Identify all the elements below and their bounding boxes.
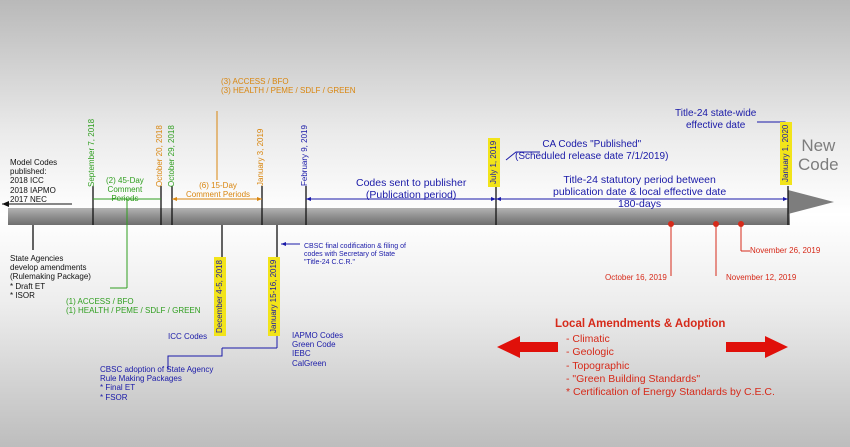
local-date-nov26: November 26, 2019 <box>750 246 821 255</box>
statewide-line: effective date <box>686 119 746 131</box>
local-date-markers <box>670 224 750 276</box>
model-codes-line: published: <box>10 167 47 177</box>
access-top-line: (3) HEALTH / PEME / SDLF / GREEN <box>221 86 356 96</box>
publication-period: Codes sent to publisher (Publication per… <box>356 177 466 201</box>
iapmo-line: CalGreen <box>292 358 327 368</box>
state-agencies-line: State Agencies <box>10 254 64 263</box>
access-bottom-line: (1) ACCESS / BFO <box>66 297 134 306</box>
date-feb9: February 9, 2019 <box>300 125 309 186</box>
ca-published-callout: CA Codes "Published" (Scheduled release … <box>515 139 668 162</box>
date-sep7: September 7, 2018 <box>87 118 96 187</box>
access-top-line: (3) ACCESS / BFO <box>221 77 289 86</box>
state-agencies-line: * ISOR <box>10 290 35 300</box>
cbsc-adoption-line: CBSC adoption of State Agency <box>100 365 214 374</box>
date-jul1: July 1, 2019 <box>488 137 500 187</box>
local-date-nov12: November 12, 2019 <box>726 273 797 282</box>
statewide-line: Title-24 state-wide <box>675 108 757 119</box>
local-amendment-item: - Topographic <box>566 359 630 372</box>
nov12-dot <box>713 221 719 227</box>
local-amendments-list: - Climatic - Geologic - Topographic - "G… <box>566 333 775 400</box>
model-codes-line: Model Codes <box>10 158 58 167</box>
red-arrow-left <box>497 336 558 358</box>
state-agencies-line: (Rulemaking Package) <box>10 272 91 282</box>
state-agencies-block: State Agencies develop amendments (Rulem… <box>10 254 91 300</box>
model-codes-line: 2017 NEC <box>10 194 47 204</box>
access-bottom-line: (1) HEALTH / PEME / SDLF / GREEN <box>66 306 201 316</box>
statewide-effective-callout: Title-24 state-wide effective date <box>675 108 756 131</box>
new-code-line: New <box>801 136 836 155</box>
comment-15day-line: Comment Periods <box>186 190 251 200</box>
date-jan1516: January 15-16, 2019 <box>268 256 280 336</box>
model-codes-block: Model Codes published: 2018 ICC 2018 IAP… <box>10 158 57 204</box>
statutory-period: Title-24 statutory period between public… <box>553 174 726 210</box>
local-date-oct16: October 16, 2019 <box>605 273 667 282</box>
timeline-bar <box>8 208 790 225</box>
red-arrow-right <box>726 336 788 358</box>
iapmo-line: Green Code <box>292 340 336 350</box>
access-top-block: (3) ACCESS / BFO (3) HEALTH / PEME / SDL… <box>221 77 356 95</box>
state-agencies-line: * Draft ET <box>10 281 46 291</box>
cbsc-adoption-block: CBSC adoption of State Agency Rule Makin… <box>100 365 213 402</box>
date-jan3: January 3, 2019 <box>256 128 265 186</box>
oct16-dot <box>668 221 674 227</box>
comment-45day-line: Periods <box>111 194 139 204</box>
model-codes-arrowhead <box>2 201 9 207</box>
stat-arrow-left <box>496 197 501 201</box>
orange-arrowhead <box>172 197 177 201</box>
cbsc-adoption-line: * Final ET <box>100 383 136 393</box>
iapmo-codes-block: IAPMO Codes Green Code IEBC CalGreen <box>292 331 343 368</box>
icc-codes-label: ICC Codes <box>168 332 208 341</box>
statutory-line: Title-24 statutory period between <box>563 174 716 186</box>
orange-comment-lines <box>172 111 262 200</box>
cbsc-final-arrowhead <box>281 242 286 246</box>
local-amendments-title: Local Amendments & Adoption <box>555 318 726 330</box>
local-amendment-item: - "Green Building Standards" <box>566 372 701 385</box>
pub-arrow-right <box>491 197 496 201</box>
model-codes-line: 2018 IAPMO <box>10 185 56 195</box>
comment-45day: (2) 45-Day Comment Periods <box>106 176 144 204</box>
nov26-dot <box>738 221 744 227</box>
comment-15day-line: (6) 15-Day <box>199 181 237 190</box>
publication-line: (Publication period) <box>365 189 457 202</box>
cbsc-final-callout: CBSC final codification & filing of code… <box>304 243 406 267</box>
state-agencies-line: develop amendments <box>10 263 87 273</box>
date-jan1-2020: January 1, 2020 <box>780 121 792 185</box>
stat-arrow-right <box>783 197 788 201</box>
cbsc-final-line: CBSC final codification & filing of <box>304 243 406 250</box>
date-oct20: October 20, 2018 <box>155 125 164 187</box>
model-codes-line: 2018 ICC <box>10 176 44 186</box>
comment-45day-line: Comment <box>107 185 143 195</box>
green-comment-lines <box>93 198 161 289</box>
local-amendment-item: - Climatic <box>566 333 610 345</box>
date-dec45: December 4-5, 2018 <box>214 257 226 336</box>
access-bottom-block: (1) ACCESS / BFO (1) HEALTH / PEME / SDL… <box>66 297 201 315</box>
new-code-label: New Code <box>798 136 839 174</box>
publication-line: Codes sent to publisher <box>356 177 467 189</box>
iapmo-line: IAPMO Codes <box>292 331 344 340</box>
ca-published-line: CA Codes "Published" <box>542 139 642 150</box>
local-amendment-item: - Geologic <box>566 346 614 359</box>
local-amendment-item: * Certification of Energy Standards by C… <box>566 386 775 399</box>
date-oct29: October 29, 2018 <box>167 125 176 187</box>
cbsc-final-line: "Title-24 C.C.R." <box>304 259 355 267</box>
statutory-line: 180-days <box>617 198 662 211</box>
new-code-line: Code <box>798 154 839 174</box>
cbsc-final-line: codes with Secretary of State <box>304 251 396 259</box>
ca-published-line: (Scheduled release date 7/1/2019) <box>515 150 669 162</box>
comment-45day-line: (2) 45-Day <box>106 176 144 185</box>
comment-15day: (6) 15-Day Comment Periods <box>186 181 250 199</box>
new-code-arrow <box>788 190 834 214</box>
pub-arrow-left <box>306 197 311 201</box>
orange-arrowhead-right <box>257 197 262 201</box>
statutory-line: publication date & local effective date <box>553 186 727 199</box>
cbsc-adoption-line: Rule Making Packages <box>100 374 182 384</box>
iapmo-line: IEBC <box>292 349 311 359</box>
cbsc-adoption-line: * FSOR <box>100 392 128 402</box>
